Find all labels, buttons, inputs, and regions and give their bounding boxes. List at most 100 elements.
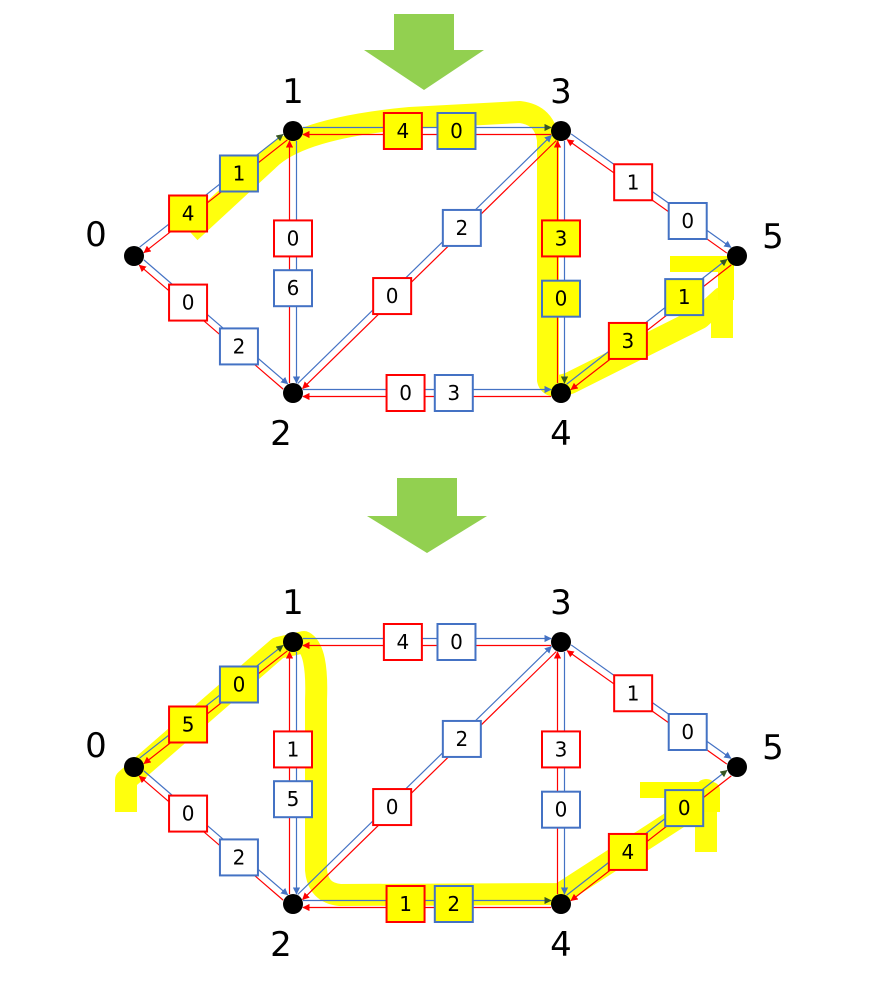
edge-2-3: 20	[297, 134, 557, 390]
node-label-0: 0	[85, 215, 107, 255]
edge-0-2-forward-capacity-label: 2	[233, 845, 246, 869]
edge-0-1: 05	[139, 644, 288, 765]
edge-2-3-forward-arrow	[297, 134, 552, 384]
edge-1-3: 04	[302, 112, 552, 150]
edge-2-4: 21	[302, 885, 552, 923]
edge-3-5-forward-capacity-box: 0	[667, 202, 708, 240]
edge-0-2-reverse-capacity-label: 0	[182, 291, 195, 315]
node-4	[551, 383, 571, 403]
edge-2-4-reverse-capacity-box: 0	[385, 374, 426, 412]
edge-0-1-reverse-arrow	[143, 139, 288, 254]
edge-2-4-reverse-capacity-label: 1	[399, 892, 412, 916]
edge-0-1-reverse-capacity-box: 4	[168, 194, 209, 233]
node-label-0: 0	[85, 726, 107, 766]
node-label-3: 3	[550, 72, 572, 112]
node-label-5: 5	[762, 217, 784, 257]
edge-0-1-reverse-capacity-box: 5	[168, 705, 209, 744]
node-2	[283, 894, 303, 914]
edge-0-2-reverse-arrow	[138, 264, 284, 390]
edge-1-2-reverse-capacity-box: 0	[273, 219, 313, 258]
edge-0-2-forward-arrow	[143, 259, 289, 385]
edge-0-2-reverse-capacity-label: 0	[182, 802, 195, 826]
edge-3-4: 03	[541, 651, 581, 895]
edge-4-5-forward-capacity-label: 1	[678, 285, 691, 309]
edge-0-1-forward-arrow	[139, 133, 284, 248]
step-down-arrow-1	[364, 14, 484, 90]
edge-2-4-forward-capacity-box: 3	[433, 374, 474, 412]
edge-1-3-reverse-capacity-box: 4	[382, 623, 423, 661]
edge-3-5-reverse-capacity-box: 1	[613, 674, 654, 713]
edge-1-2-forward-capacity-label: 5	[287, 787, 300, 811]
edge-0-2-reverse-capacity-box: 0	[168, 283, 209, 322]
edge-0-1-forward-capacity-box: 0	[218, 665, 259, 704]
edge-0-1-forward-arrow	[139, 644, 284, 759]
edge-2-4-forward-capacity-box: 2	[433, 885, 474, 923]
edge-0-2: 20	[138, 259, 289, 390]
edge-3-4-reverse-capacity-label: 3	[555, 737, 568, 761]
edge-4-5-reverse-capacity-label: 3	[622, 329, 635, 353]
node-0	[124, 246, 144, 266]
edge-1-2-reverse-capacity-box: 1	[273, 730, 313, 769]
edge-2-4-forward-capacity-label: 3	[447, 381, 460, 405]
edge-2-3-reverse-capacity-box: 0	[372, 788, 413, 827]
edge-3-4-reverse-capacity-label: 3	[555, 226, 568, 250]
edge-2-3-forward-capacity-label: 2	[455, 727, 468, 751]
edge-1-2: 51	[273, 651, 313, 895]
node-3	[551, 121, 571, 141]
panel-2-nodes	[124, 632, 747, 914]
edge-0-1-reverse-capacity-label: 5	[182, 713, 195, 737]
edge-3-4-forward-capacity-box: 0	[541, 279, 581, 318]
edge-1-2-reverse-capacity-label: 0	[287, 226, 300, 250]
node-2	[283, 383, 303, 403]
edge-3-5-reverse-capacity-label: 1	[627, 681, 640, 705]
node-5	[727, 246, 747, 266]
edge-3-4: 03	[541, 140, 581, 384]
edge-3-4-reverse-capacity-box: 3	[541, 219, 581, 258]
node-label-1: 1	[282, 583, 304, 623]
edge-2-4-reverse-capacity-label: 0	[399, 381, 412, 405]
edge-2-3-reverse-arrow	[302, 651, 557, 901]
edge-1-3-forward-capacity-label: 0	[450, 119, 463, 143]
edge-3-4-reverse-capacity-box: 3	[541, 730, 581, 769]
edge-4-5-reverse-arrow	[570, 775, 732, 902]
edge-3-5-reverse-capacity-box: 1	[613, 163, 654, 202]
node-label-1: 1	[282, 72, 304, 112]
node-1	[283, 632, 303, 652]
edge-3-4-forward-capacity-label: 0	[555, 798, 568, 822]
edge-0-2-forward-capacity-box: 2	[218, 327, 259, 366]
node-1	[283, 121, 303, 141]
node-label-3: 3	[550, 583, 572, 623]
edge-2-3-reverse-arrow	[302, 140, 557, 390]
edge-2-3: 20	[297, 645, 557, 901]
edge-2-3-forward-capacity-label: 2	[455, 216, 468, 240]
edge-0-2-forward-arrow	[143, 770, 289, 896]
edge-0-2: 20	[138, 770, 289, 901]
edge-2-4: 30	[302, 374, 552, 412]
edge-0-2-forward-capacity-box: 2	[218, 838, 259, 877]
edge-0-2-reverse-capacity-box: 0	[168, 794, 209, 833]
edge-0-1-forward-capacity-label: 1	[233, 162, 246, 186]
edge-1-3: 04	[302, 623, 552, 661]
edge-2-3-reverse-capacity-label: 0	[386, 795, 399, 819]
edge-1-3-forward-capacity-box: 0	[436, 112, 477, 150]
edge-1-3-forward-capacity-box: 0	[436, 623, 477, 661]
edge-1-2-forward-capacity-box: 5	[273, 780, 313, 819]
edge-3-5: 01	[566, 133, 732, 254]
edge-3-4-forward-capacity-box: 0	[541, 790, 581, 829]
edge-3-5: 01	[566, 644, 732, 765]
edge-2-4-forward-capacity-label: 2	[447, 892, 460, 916]
node-4	[551, 894, 571, 914]
edge-2-3-forward-arrow	[297, 645, 552, 895]
node-0	[124, 757, 144, 777]
edge-0-2-reverse-arrow	[138, 775, 284, 901]
node-label-4: 4	[550, 414, 572, 454]
edge-2-3-reverse-capacity-box: 0	[372, 277, 413, 316]
step-down-arrow-2	[367, 478, 487, 553]
edge-4-5-reverse-capacity-box: 3	[607, 321, 648, 360]
edge-3-4-forward-capacity-label: 0	[555, 287, 568, 311]
edge-1-3-reverse-capacity-label: 4	[397, 630, 410, 654]
